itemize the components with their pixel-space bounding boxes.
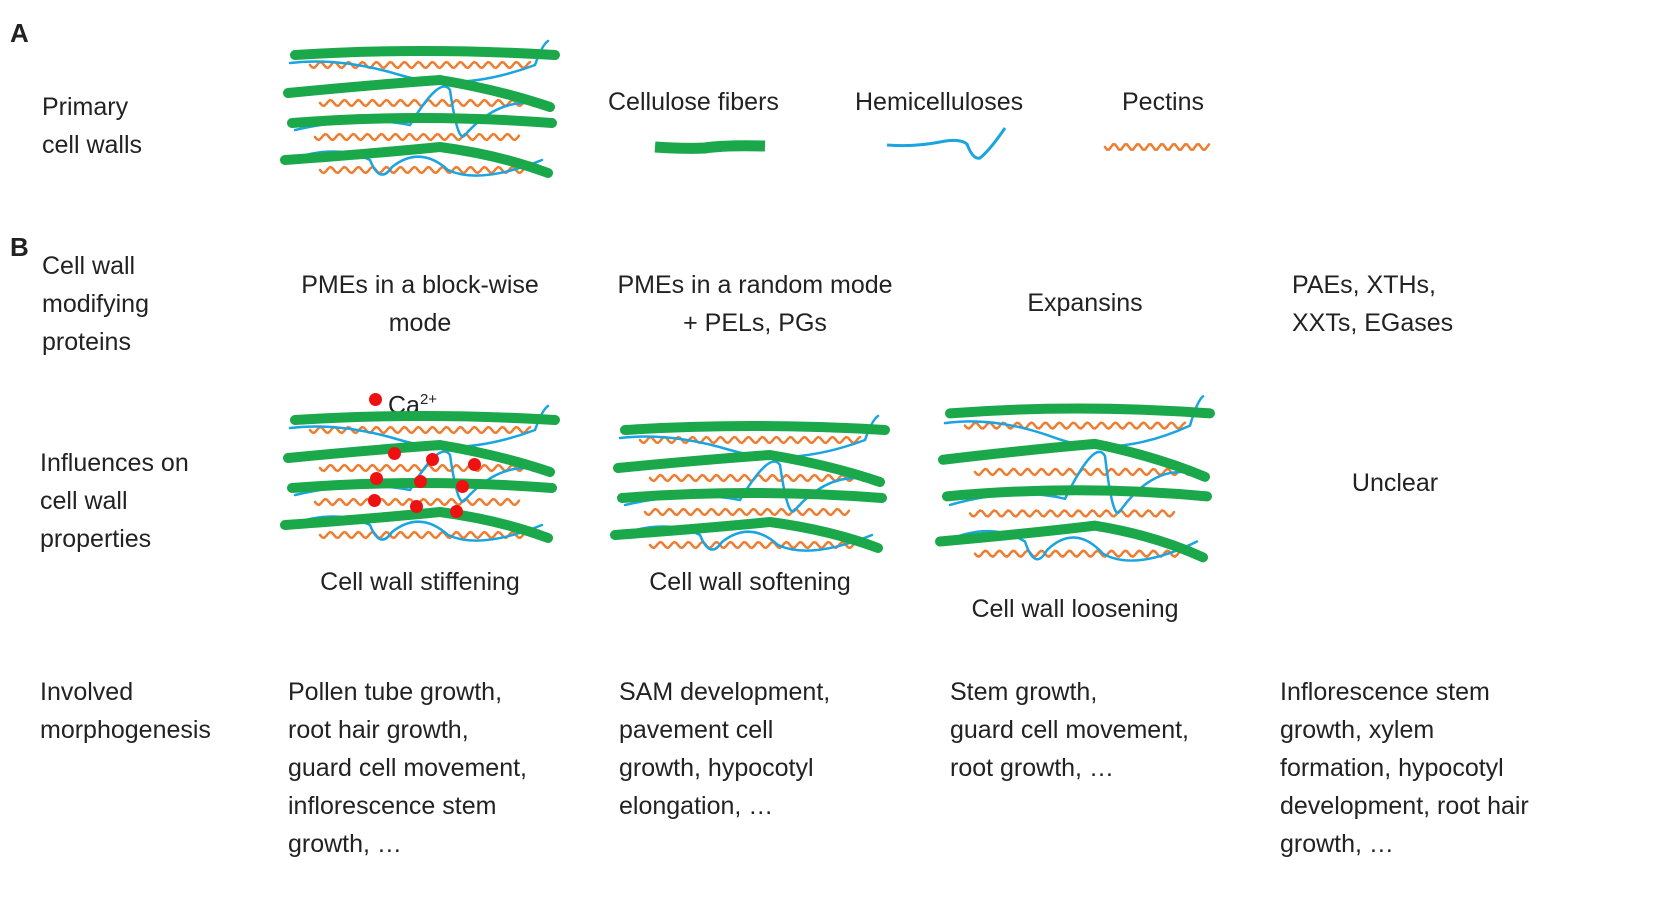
calcium-dot (410, 500, 423, 513)
calcium-legend-dot (369, 393, 382, 406)
proteins-block-wise-pmes: PMEs in a block-wise mode (301, 271, 539, 337)
legend-cellulose-symbol (654, 140, 766, 154)
softening-diagram (610, 414, 890, 553)
calcium-dot (370, 472, 383, 485)
effect-unclear: Unclear (1351, 469, 1439, 497)
calcium-dot (388, 447, 401, 460)
row-label-influences: Influences on cell wall properties (40, 449, 189, 553)
panel-b-label: B (10, 232, 29, 262)
panel-a-label: A (10, 18, 29, 48)
primary-cell-wall-diagram (280, 39, 560, 178)
morphogenesis-paes: Inflorescence stem growth, xylem formati… (1280, 678, 1529, 858)
legend-pectin-label: Pectins (1122, 88, 1204, 116)
proteins-random-pmes: PMEs in a random mode + PELs, PGs (617, 271, 893, 337)
row-label-morphogenesis: Involved morphogenesis (40, 678, 211, 744)
legend-pectin-symbol (1103, 143, 1211, 151)
proteins-paes-xths: PAEs, XTHs, XXTs, EGases (1292, 271, 1454, 337)
calcium-dot (414, 475, 427, 488)
proteins-expansins: Expansins (1027, 289, 1143, 317)
calcium-dot (426, 453, 439, 466)
effect-loosening: Cell wall loosening (971, 595, 1179, 623)
stiffening-diagram (280, 404, 560, 543)
morphogenesis-random: SAM development, pavement cell growth, h… (619, 678, 831, 820)
calcium-dot (450, 505, 463, 518)
calcium-dot (456, 480, 469, 493)
loosening-diagram (935, 395, 1215, 563)
legend-hemicellulose-symbol (886, 127, 1007, 160)
calcium-dot (468, 458, 481, 471)
morphogenesis-expansins: Stem growth, guard cell movement, root g… (950, 678, 1190, 782)
row-label-modifying-proteins: Cell wall modifying proteins (42, 252, 149, 356)
effect-softening: Cell wall softening (649, 568, 851, 596)
primary-cell-walls-label: Primary cell walls (42, 93, 143, 159)
morphogenesis-block-wise: Pollen tube growth, root hair growth, gu… (288, 678, 528, 858)
legend-cellulose-label: Cellulose fibers (608, 88, 779, 116)
effect-stiffening: Cell wall stiffening (320, 568, 520, 596)
calcium-dot (368, 494, 381, 507)
legend-hemicellulose-label: Hemicelluloses (855, 88, 1024, 116)
